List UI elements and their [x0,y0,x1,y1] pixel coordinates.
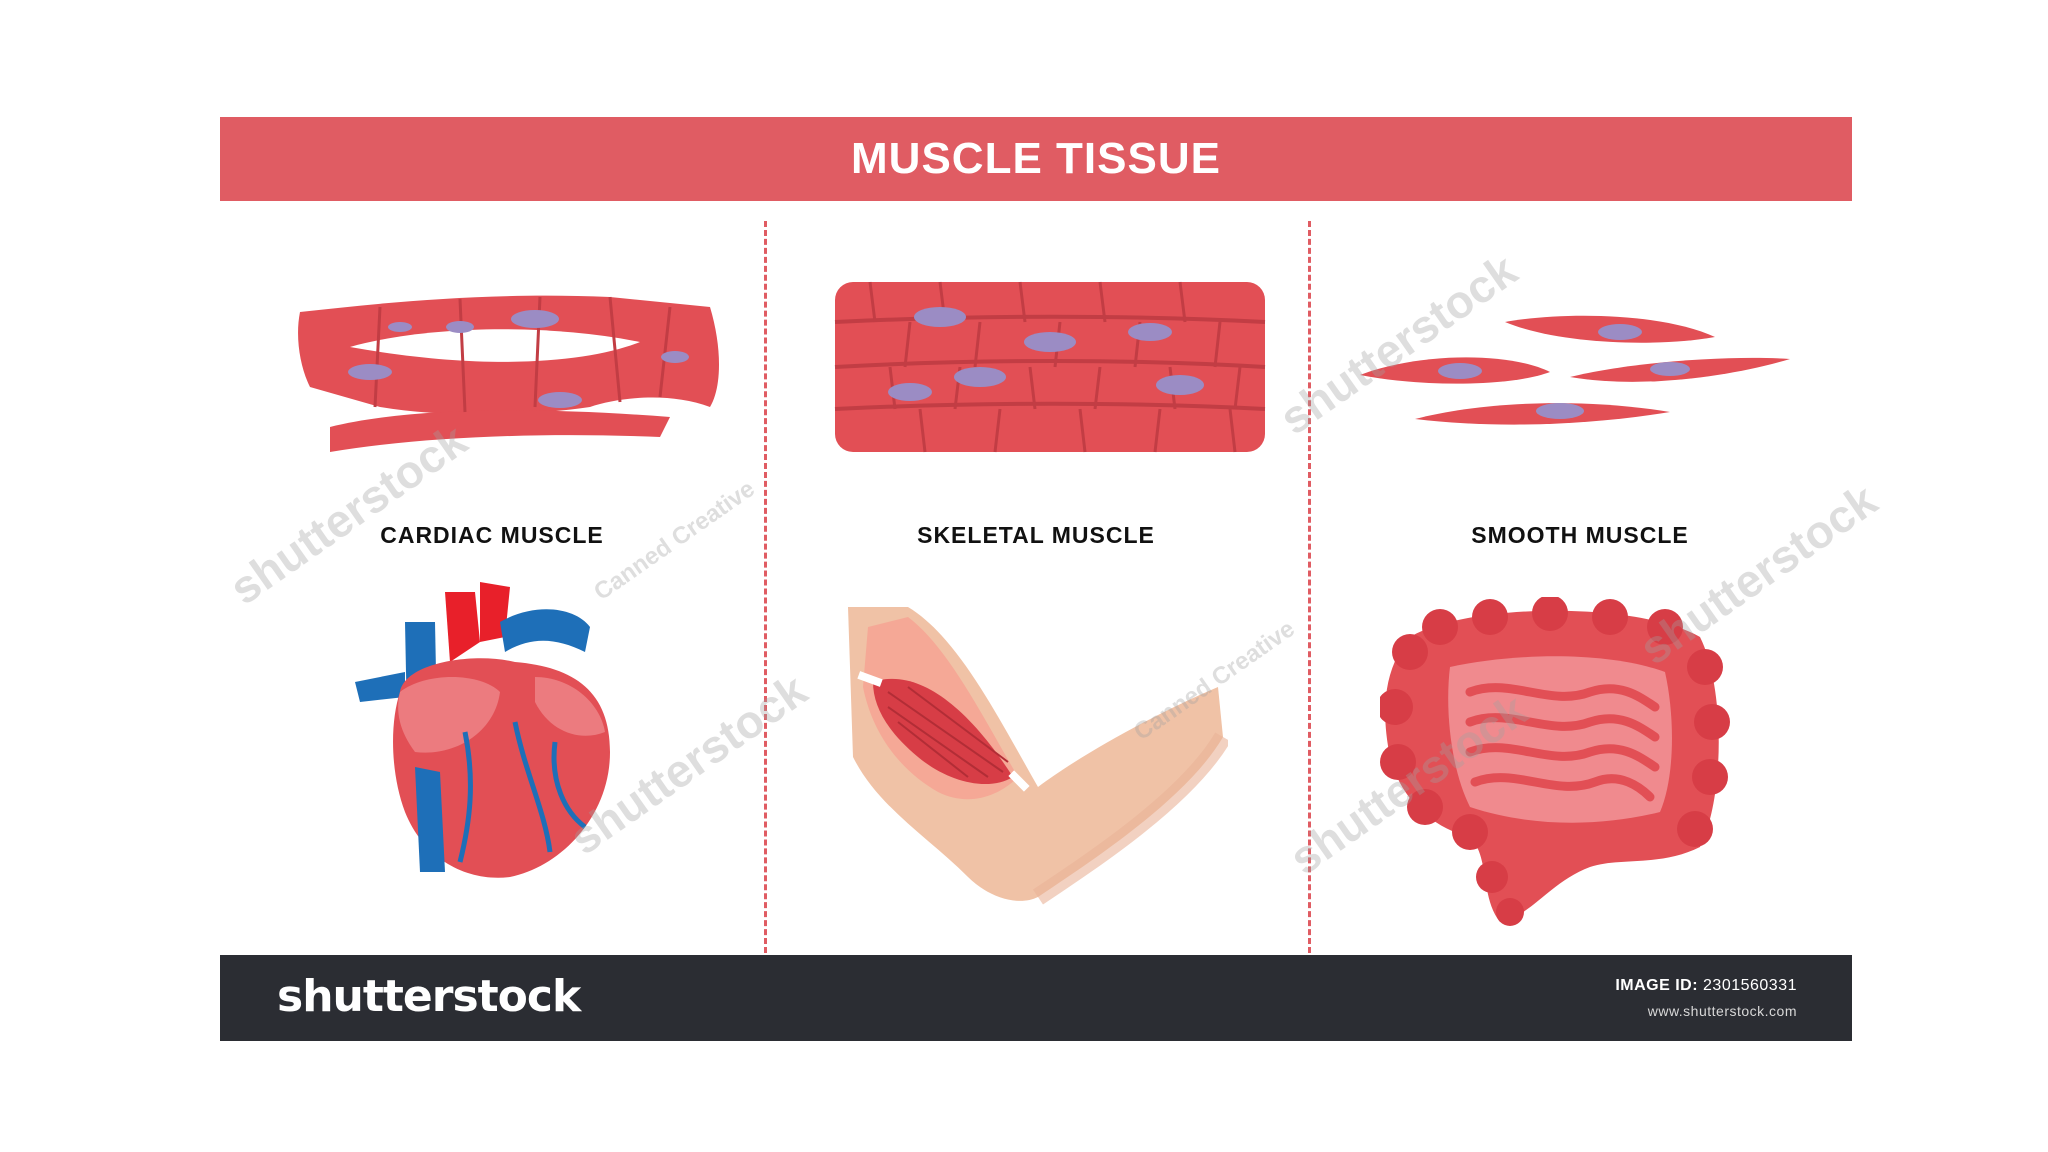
smooth-muscle-cells-icon [1360,315,1790,425]
image-id: IMAGE ID: 2301560331 [1615,977,1797,995]
page-title: MUSCLE TISSUE [851,134,1221,183]
footer-url: www.shutterstock.com [1647,1003,1797,1019]
column-divider [1308,221,1311,953]
shutterstock-logo: shutterstock [277,971,581,1022]
infographic: MUSCLE TISSUE CARDIAC [220,117,1886,1041]
heart-icon [355,582,610,878]
footer: shutterstock IMAGE ID: 2301560331 www.sh… [220,955,1852,1041]
column-label-cardiac: CARDIAC MUSCLE [380,522,604,548]
column-label-smooth: SMOOTH MUSCLE [1471,522,1689,548]
skeletal-muscle-fibers-icon [834,281,1266,453]
column-divider [764,221,767,953]
title-bar: MUSCLE TISSUE [220,117,1852,201]
image-id-label: IMAGE ID: [1615,977,1699,994]
intestine-icon [1380,597,1730,926]
arm-muscle-icon [848,607,1228,905]
column-label-skeletal: SKELETAL MUSCLE [917,522,1155,548]
image-id-value: 2301560331 [1703,977,1797,994]
cardiac-muscle-cells-icon [298,295,719,452]
